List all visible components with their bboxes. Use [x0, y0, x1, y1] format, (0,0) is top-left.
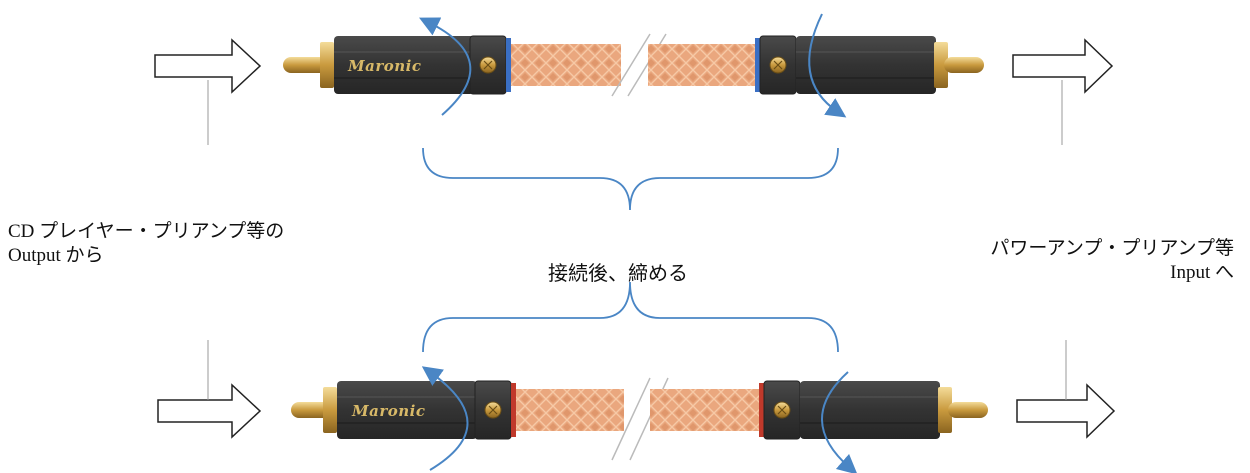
left-plug: Maronic	[283, 35, 511, 95]
source-label: CD プレイヤー・プリアンプ等の Output から	[8, 220, 284, 268]
destination-label-line1: パワーアンプ・プリアンプ等	[990, 238, 1234, 259]
cable-braid	[516, 389, 624, 431]
ring-red	[759, 383, 764, 437]
rotate-arrow-icon	[421, 366, 469, 471]
input-arrow-icon	[157, 383, 262, 439]
ring-blue	[755, 38, 760, 92]
brand-logo: Maronic	[351, 402, 425, 420]
rotate-arrow-icon	[808, 13, 847, 118]
top-cable-assembly: Maronic	[154, 13, 1114, 145]
ring-blue	[506, 38, 511, 92]
curly-bracket-top	[422, 147, 839, 211]
right-plug	[755, 35, 984, 95]
output-arrow-icon	[1016, 383, 1116, 439]
cable-braid	[650, 389, 760, 431]
left-plug: Maronic	[291, 380, 516, 440]
curly-bracket-bottom	[422, 281, 839, 353]
tighten-instruction: 接続後、締める	[548, 263, 688, 285]
rotate-arrow-icon	[419, 17, 472, 116]
brand-logo: Maronic	[347, 57, 421, 75]
output-arrow-icon	[1012, 38, 1114, 94]
cable-braid	[648, 44, 756, 86]
destination-label: パワーアンプ・プリアンプ等 Input へ	[990, 237, 1234, 285]
destination-label-line2: Input へ	[1170, 262, 1234, 283]
input-arrow-icon	[154, 38, 262, 94]
cable-braid	[511, 44, 621, 86]
right-plug	[759, 380, 988, 440]
ring-red	[511, 383, 516, 437]
source-label-line1: CD プレイヤー・プリアンプ等の	[8, 221, 285, 242]
rotate-arrow-icon	[821, 371, 858, 473]
source-label-line2: Output から	[8, 245, 104, 266]
bottom-cable-assembly: Maronic	[157, 340, 1116, 473]
